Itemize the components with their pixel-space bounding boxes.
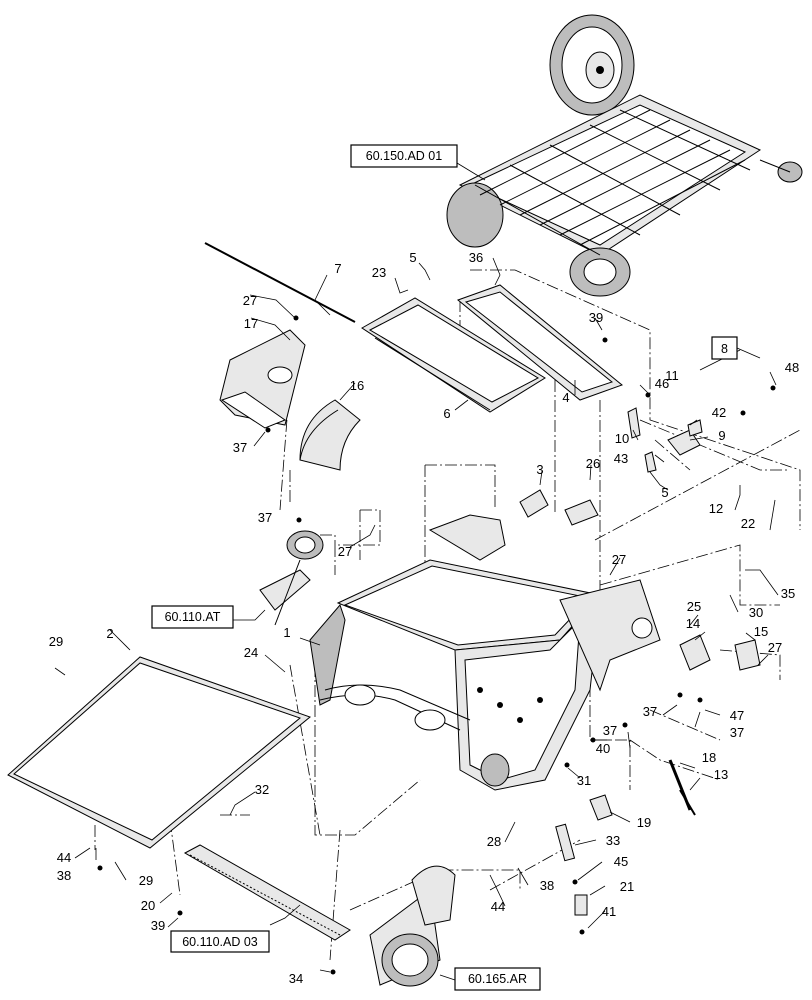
callout-27: 27 (612, 552, 626, 567)
guard-assembly (369, 865, 456, 987)
callout-37: 37 (643, 704, 657, 719)
conveyor-drum-assembly (446, 14, 803, 297)
callout-45: 45 (614, 854, 628, 869)
callout-26: 26 (586, 456, 600, 471)
callout-27: 27 (243, 293, 257, 308)
callout-4: 4 (562, 390, 569, 405)
callout-10: 10 (615, 431, 629, 446)
callout-33: 33 (606, 833, 620, 848)
callout-32: 32 (255, 782, 269, 797)
callout-19: 19 (637, 815, 651, 830)
callout-5: 5 (661, 485, 668, 500)
part-10 (627, 407, 641, 439)
reference-60-110-ad-03: 60.110.AD 03 (170, 930, 270, 953)
callout-39: 39 (151, 918, 165, 933)
callout-25: 25 (687, 599, 701, 614)
callout-9: 9 (718, 428, 725, 443)
callout-16: 16 (350, 378, 364, 393)
svg-text:60.150.AD 01: 60.150.AD 01 (366, 149, 442, 163)
callout-13: 13 (714, 767, 728, 782)
part-5b (644, 451, 657, 473)
callout-48: 48 (785, 360, 799, 375)
callout-27: 27 (768, 640, 782, 655)
callout-38: 38 (57, 868, 71, 883)
callout-3: 3 (536, 462, 543, 477)
callout-21: 21 (620, 879, 634, 894)
callout-12: 12 (709, 501, 723, 516)
callout-44: 44 (491, 899, 505, 914)
reference-60-165-ar: 60.165.AR (454, 967, 541, 991)
callout-27: 27 (338, 544, 352, 559)
callout-1: 1 (283, 625, 290, 640)
part-15 (734, 639, 761, 671)
callout-35: 35 (781, 586, 795, 601)
rod-part-7 (204, 242, 356, 323)
part-14 (679, 634, 711, 671)
bracket-part-17 (219, 329, 306, 429)
part-9 (667, 429, 701, 456)
callout-37: 37 (233, 440, 247, 455)
callout-28: 28 (487, 834, 501, 849)
callout-46: 46 (655, 376, 669, 391)
callout-39: 39 (589, 310, 603, 325)
part-42 (687, 419, 703, 437)
callout-2: 2 (106, 626, 113, 641)
shield-part-16 (299, 399, 361, 471)
callout-5: 5 (409, 250, 416, 265)
callout-22: 22 (741, 516, 755, 531)
svg-text:8: 8 (721, 342, 728, 356)
main-frame-part-1 (309, 514, 661, 791)
part-21 (574, 894, 588, 916)
callout-36: 36 (469, 250, 483, 265)
callout-14: 14 (686, 616, 700, 631)
plate-part-4 (456, 284, 624, 401)
svg-text:60.110.AD 03: 60.110.AD 03 (182, 935, 258, 949)
callout-38: 38 (540, 878, 554, 893)
callout-29: 29 (139, 873, 153, 888)
callout-23: 23 (372, 265, 386, 280)
small-hardware (97, 315, 776, 975)
callout-6: 6 (443, 406, 450, 421)
callout-24: 24 (244, 645, 258, 660)
part-13 (679, 789, 696, 816)
callout-20: 20 (141, 898, 155, 913)
callout-17: 17 (244, 316, 258, 331)
callout-11: 11 (665, 368, 679, 383)
callout-41: 41 (602, 904, 616, 919)
reference-60-150-ad-01: 60.150.AD 01 (350, 144, 458, 168)
callout-37: 37 (603, 723, 617, 738)
callout-37: 37 (258, 510, 272, 525)
plate-part-6 (361, 297, 546, 413)
callout-42: 42 (712, 405, 726, 420)
callout-47: 47 (730, 708, 744, 723)
callout-7: 7 (334, 261, 341, 276)
callout-15: 15 (754, 624, 768, 639)
callout-29: 29 (49, 634, 63, 649)
svg-text:60.165.AR: 60.165.AR (468, 972, 527, 986)
linkage-assembly (259, 530, 324, 626)
svg-text:60.110.AT: 60.110.AT (165, 610, 221, 624)
callout-30: 30 (749, 605, 763, 620)
reference-60-110-at: 60.110.AT (151, 605, 234, 629)
plate-part-26 (564, 499, 599, 526)
callout-18: 18 (702, 750, 716, 765)
callout-44: 44 (57, 850, 71, 865)
part-19 (589, 794, 613, 821)
strip-assembly (183, 844, 351, 941)
callout-43: 43 (614, 451, 628, 466)
callout-31: 31 (577, 773, 591, 788)
callout-37: 37 (730, 725, 744, 740)
plate-part-2 (7, 656, 312, 849)
part-33 (555, 823, 576, 862)
leader-lines (54, 162, 779, 981)
plate-part-3 (519, 489, 549, 518)
callout-34: 34 (289, 971, 303, 986)
callout-40: 40 (596, 741, 610, 756)
callout-labels: 7 23 5 36 27 17 39 16 6 4 37 37 27 3 26 … (49, 250, 799, 986)
reference-8: 8 (711, 336, 738, 360)
